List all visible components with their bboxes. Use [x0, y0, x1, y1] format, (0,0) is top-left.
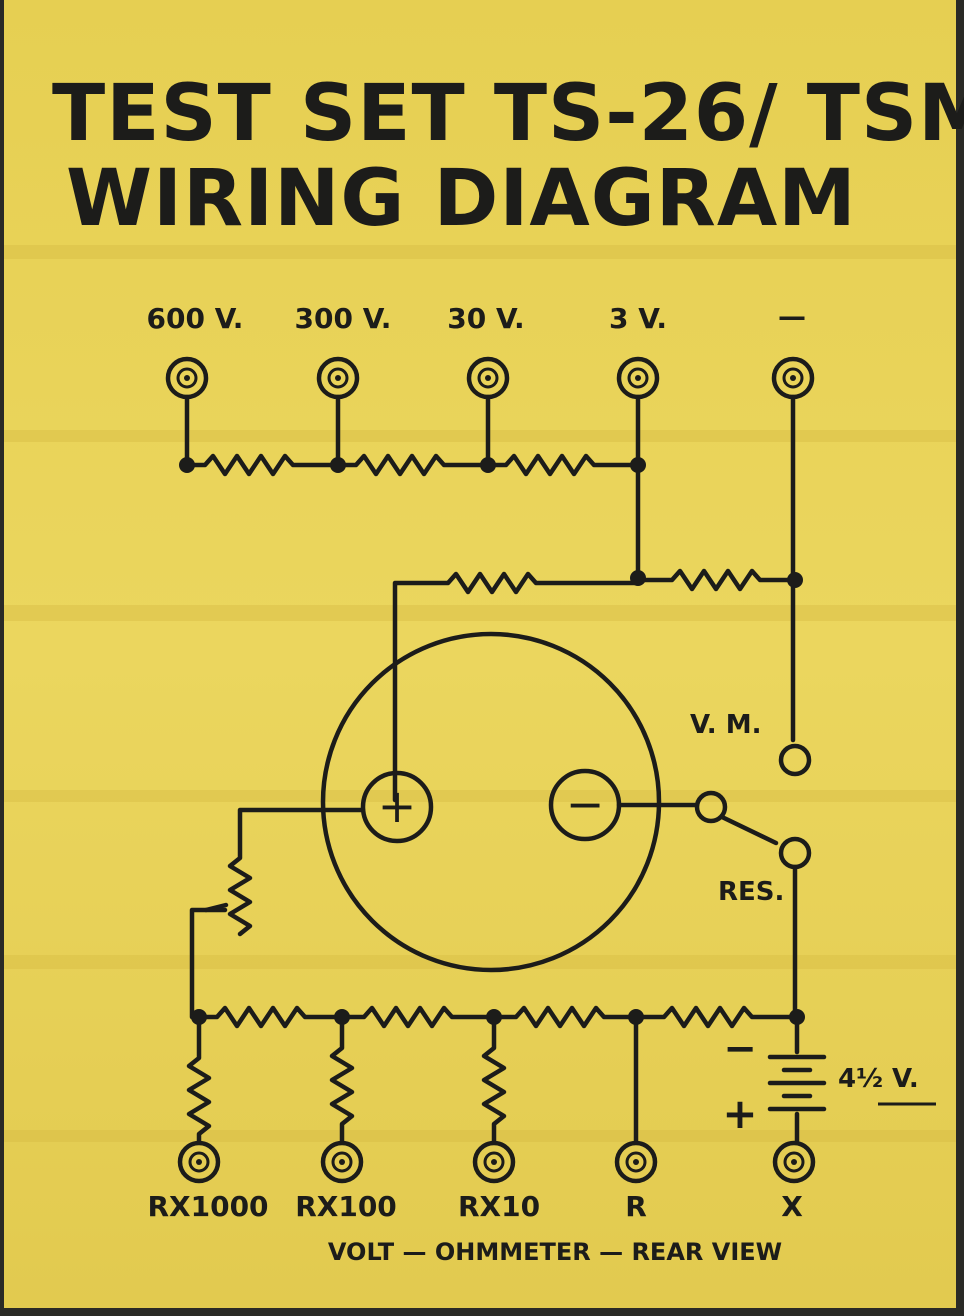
title-line-1: TEST SET TS-26/ TSM — [52, 69, 964, 159]
paper-background — [4, 0, 956, 1308]
tape-stripes — [4, 245, 956, 1142]
bottom-terminal-rx100 — [320, 1140, 364, 1184]
meter-minus-sign: − — [566, 777, 605, 831]
battery-negative-sign: − — [723, 1026, 757, 1072]
bottom-terminal-x — [772, 1140, 816, 1184]
label-negative: — — [778, 300, 806, 333]
label-rx10: RX10 — [458, 1190, 540, 1223]
label-300v: 300 V. — [295, 302, 392, 335]
zero-adjust-rheostat — [189, 807, 366, 1020]
bottom-terminal-rx10 — [472, 1140, 516, 1184]
shunt-network — [392, 394, 803, 803]
label-res: RES. — [718, 877, 784, 907]
battery-cell: − + — [722, 1014, 827, 1145]
meter-movement: + − — [320, 631, 662, 973]
label-600v: 600 V. — [147, 302, 244, 335]
footer-caption: VOLT — OHMMETER — REAR VIEW — [328, 1238, 782, 1266]
range-resistors — [186, 1014, 639, 1145]
multiplier-resistor-chain — [179, 394, 646, 477]
label-30v: 30 V. — [447, 302, 524, 335]
bottom-terminal-rx1000 — [177, 1140, 221, 1184]
battery-positive-sign: + — [722, 1089, 757, 1138]
title-line-2: WIRING DIAGRAM — [66, 154, 857, 244]
label-r: R — [625, 1190, 647, 1223]
label-rx1000: RX1000 — [147, 1190, 268, 1223]
meter-plus-terminal — [360, 770, 434, 844]
label-x: X — [781, 1190, 803, 1223]
label-3v: 3 V. — [609, 302, 667, 335]
bottom-terminal-r — [614, 1140, 658, 1184]
label-vm: V. M. — [690, 710, 761, 740]
vm-switch-contact — [778, 743, 812, 777]
battery-voltage-label: 4½ V. — [838, 1064, 919, 1094]
meter-plus-sign: + — [378, 779, 417, 833]
label-rx100: RX100 — [295, 1190, 397, 1223]
